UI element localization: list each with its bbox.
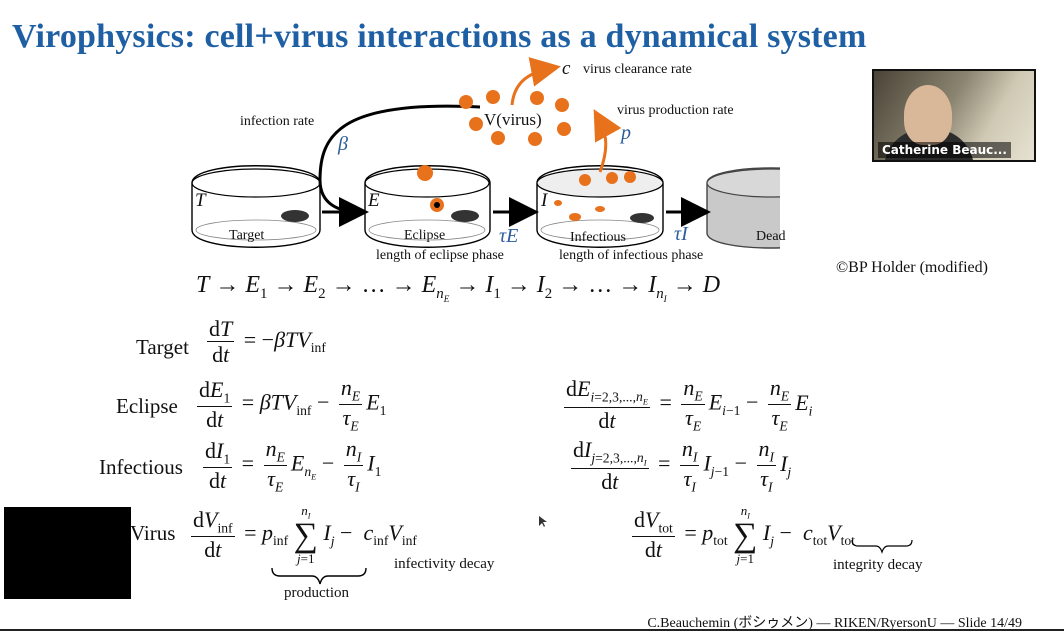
- eclipse-caption: length of eclipse phase: [376, 248, 504, 263]
- credit-label: ©BP Holder (modified): [836, 259, 988, 276]
- virus-eq-label: Virus: [130, 521, 176, 545]
- clearance-label: virus clearance rate: [583, 62, 692, 77]
- production-brace-label: production: [284, 585, 349, 601]
- slide-footer: C.Beauchemin (ボシゥメン) — RIKEN/RyersonU — …: [647, 616, 1022, 631]
- integrity-brace: [851, 539, 913, 554]
- virus-particles: [459, 90, 571, 146]
- target-eq-label: Target: [136, 335, 189, 359]
- infectious-eq-label: Infectious: [99, 455, 183, 479]
- infectious-symbol: I: [541, 190, 548, 211]
- production-symbol: p: [621, 122, 631, 144]
- cell-virus-diagram: [191, 57, 780, 249]
- production-label: virus production rate: [617, 103, 734, 118]
- eclipse-cell-barrel: [364, 165, 491, 248]
- tau-e-symbol: τE: [499, 225, 519, 247]
- slide-title: Virophysics: cell+virus interactions as …: [12, 18, 867, 55]
- participant-video[interactable]: Catherine Beauc...: [872, 69, 1036, 162]
- target-cell-barrel: [191, 165, 321, 248]
- dead-cell-barrel: [706, 167, 780, 249]
- beta-symbol: β: [338, 133, 348, 155]
- infectious-cell-barrel: [536, 165, 664, 248]
- eclipse-symbol: E: [368, 190, 380, 211]
- redacted-video-box: [4, 507, 131, 599]
- dead-name: Dead: [756, 229, 786, 244]
- infection-rate-label: infection rate: [240, 114, 315, 129]
- mouse-cursor-icon: [539, 516, 547, 527]
- target-symbol: T: [195, 190, 206, 211]
- footer-divider: [0, 629, 1064, 631]
- eclipse-name: Eclipse: [404, 228, 446, 243]
- compartment-chain-equation: T → E1 → E2 → … → EnE → I1 → I2 → … → In…: [196, 272, 721, 304]
- participant-name: Catherine Beauc...: [878, 142, 1011, 158]
- virus-label: V(virus): [484, 110, 542, 129]
- infectivity-brace-label: infectivity decay: [394, 556, 495, 572]
- production-braces: [271, 567, 367, 585]
- infectious-name: Infectious: [570, 230, 626, 245]
- clearance-symbol: c: [562, 58, 571, 79]
- video-person-head: [904, 85, 952, 145]
- integrity-brace-label: integrity decay: [833, 557, 923, 573]
- tau-i-symbol: τI: [674, 223, 688, 245]
- eclipse-eq-label: Eclipse: [116, 394, 178, 418]
- target-name: Target: [229, 228, 265, 243]
- infectious-caption: length of infectious phase: [559, 248, 704, 263]
